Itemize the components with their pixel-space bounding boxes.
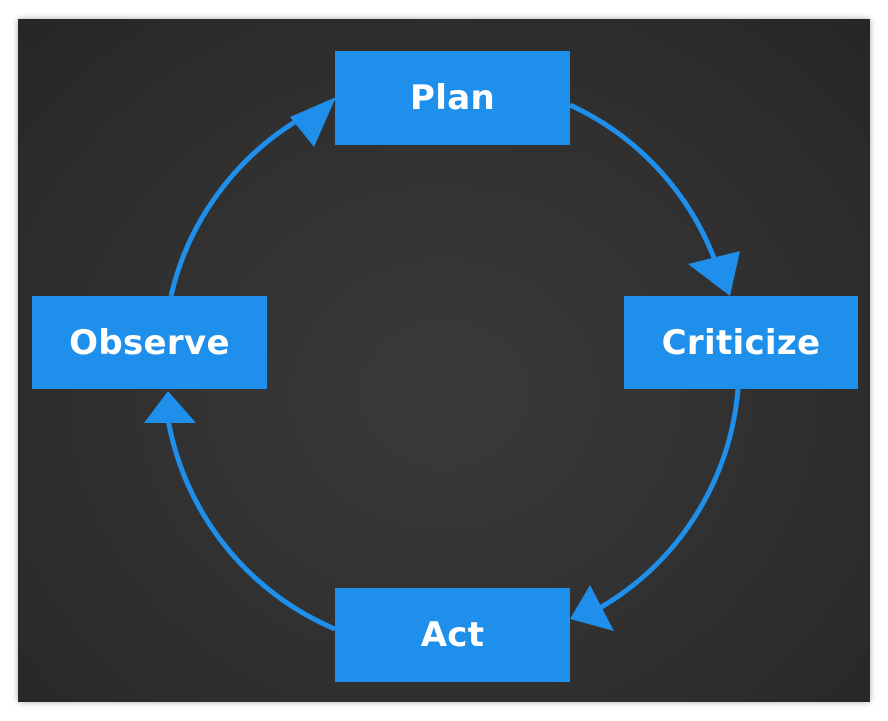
diagram-canvas: Plan Criticize Act Observe: [18, 19, 870, 702]
node-act: Act: [335, 588, 570, 682]
node-label-plan: Plan: [410, 78, 495, 118]
edge-observe-plan: [168, 106, 320, 297]
node-label-criticize: Criticize: [661, 322, 821, 363]
node-plan: Plan: [335, 51, 570, 145]
node-label-act: Act: [420, 615, 485, 655]
edge-act-observe: [165, 418, 336, 632]
node-criticize: Criticize: [624, 296, 858, 389]
arrowhead-to-observe: [144, 391, 196, 423]
edge-plan-criticize: [568, 102, 721, 270]
node-observe: Observe: [32, 296, 267, 389]
cycle-arrows: [144, 97, 741, 632]
edge-criticize-act: [596, 388, 741, 612]
arrowhead-to-act: [570, 585, 614, 631]
node-label-observe: Observe: [69, 322, 230, 363]
arrowhead-to-plan: [290, 97, 336, 147]
arrowhead-to-criticize: [688, 251, 740, 296]
